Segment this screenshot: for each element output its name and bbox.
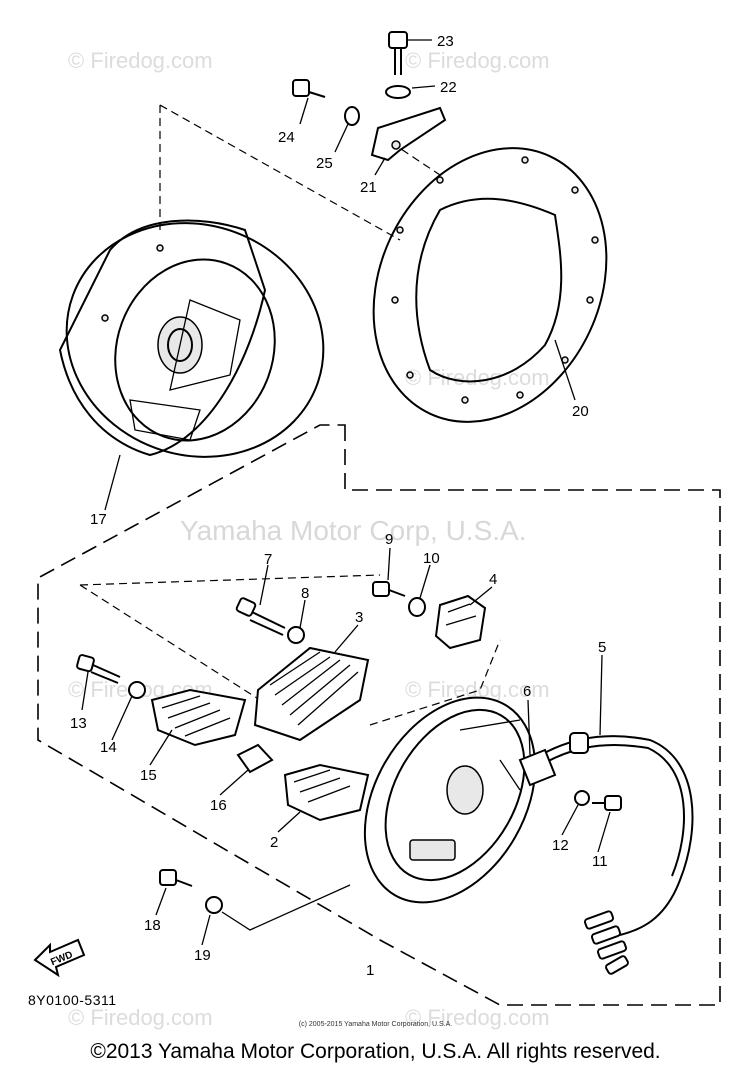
bolt-and-washer bbox=[235, 597, 305, 644]
front-direction-marker: FWD bbox=[33, 938, 86, 978]
leader-line bbox=[159, 104, 441, 241]
part-number-10: 10 bbox=[423, 550, 440, 567]
coil-assembly bbox=[283, 763, 370, 822]
screw-and-washer bbox=[159, 869, 351, 931]
watermark-firedog: © Firedog.com bbox=[405, 48, 550, 73]
watermark-layer: © Firedog.com © Firedog.com © Firedog.co… bbox=[68, 48, 550, 1030]
part-number-22: 22 bbox=[440, 79, 457, 96]
flywheel-rotor bbox=[58, 219, 325, 458]
part-number-7: 7 bbox=[264, 551, 272, 568]
part-number-5: 5 bbox=[598, 639, 606, 656]
coil-block bbox=[434, 594, 487, 650]
part-number-20: 20 bbox=[572, 403, 589, 420]
part-number-12: 12 bbox=[552, 837, 569, 854]
part-number-14: 14 bbox=[100, 739, 117, 756]
watermark-firedog: © Firedog.com bbox=[405, 1005, 550, 1030]
part-number-8: 8 bbox=[301, 585, 309, 602]
bracket-assembly bbox=[292, 31, 447, 162]
assembly-boundary bbox=[37, 424, 721, 1006]
leader-lines bbox=[81, 39, 611, 946]
part-number-3: 3 bbox=[355, 609, 363, 626]
part-number-21: 21 bbox=[360, 179, 377, 196]
part-number-11: 11 bbox=[592, 853, 608, 870]
part-number-13: 13 bbox=[70, 715, 87, 732]
wire-harness bbox=[518, 732, 694, 975]
screw-and-washer bbox=[574, 790, 622, 811]
main-copyright: ©2013 Yamaha Motor Corporation, U.S.A. A… bbox=[90, 1040, 661, 1063]
coil-assembly bbox=[150, 688, 247, 747]
part-number-1: 1 bbox=[366, 962, 374, 979]
coil-assembly bbox=[253, 646, 370, 742]
gasket-ring bbox=[372, 147, 608, 423]
stator-plate bbox=[363, 696, 537, 904]
bolt-and-washer bbox=[76, 654, 146, 699]
part-number-16: 16 bbox=[210, 797, 227, 814]
small-copyright: (c) 2005-2015 Yamaha Motor Corporation, … bbox=[298, 1021, 453, 1028]
spacer bbox=[236, 743, 274, 774]
part-number-15: 15 bbox=[140, 767, 157, 784]
part-number-labels: 23 22 24 25 21 20 17 7 8 9 10 4 3 5 6 13… bbox=[70, 33, 608, 979]
inner-guide-line bbox=[79, 574, 501, 726]
part-number-23: 23 bbox=[437, 33, 454, 50]
watermark-firedog: © Firedog.com bbox=[68, 48, 213, 73]
watermark-yamaha: Yamaha Motor Corp, U.S.A. bbox=[180, 515, 527, 546]
part-number-18: 18 bbox=[144, 917, 161, 934]
part-number-4: 4 bbox=[489, 571, 497, 588]
part-number-2: 2 bbox=[270, 834, 278, 851]
part-number-25: 25 bbox=[316, 155, 333, 172]
diagram-code: 8Y0100-5311 bbox=[28, 992, 117, 1008]
watermark-firedog: © Firedog.com bbox=[405, 365, 550, 390]
part-number-6: 6 bbox=[523, 683, 531, 700]
bolt-and-washer bbox=[372, 581, 426, 617]
part-number-19: 19 bbox=[194, 947, 211, 964]
watermark-firedog: © Firedog.com bbox=[68, 1005, 213, 1030]
part-number-24: 24 bbox=[278, 129, 295, 146]
part-number-9: 9 bbox=[385, 531, 393, 548]
part-number-17: 17 bbox=[90, 511, 107, 528]
